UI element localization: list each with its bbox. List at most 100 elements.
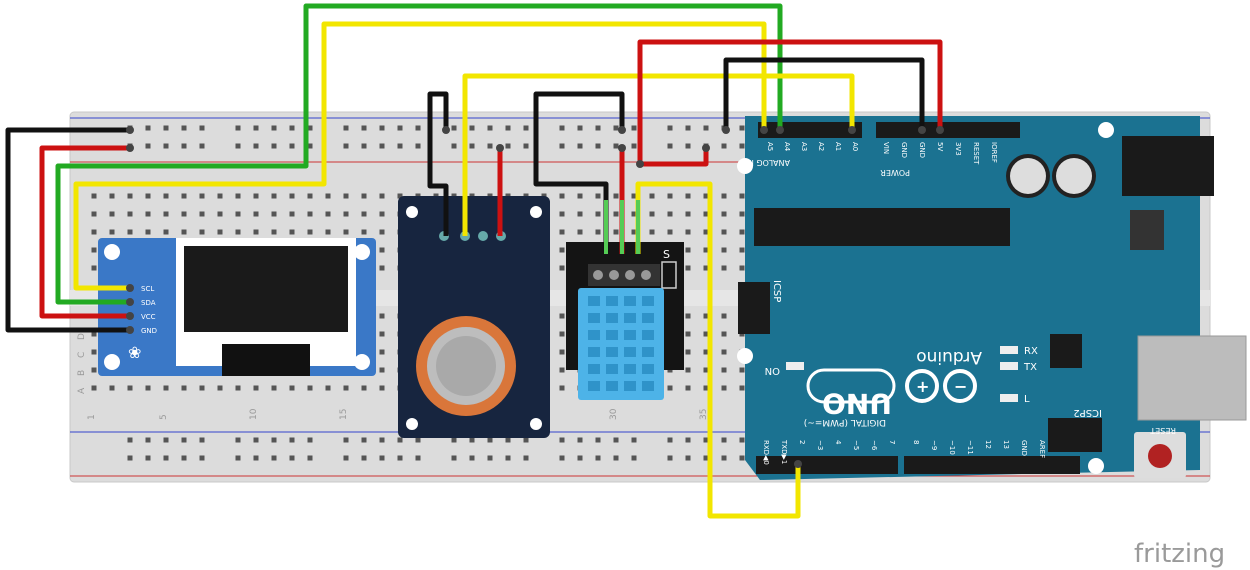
breadboard-hole [577, 455, 583, 461]
breadboard-hole [91, 331, 97, 337]
wire-end-pin [760, 126, 768, 134]
breadboard-hole [505, 143, 511, 149]
breadboard-hole [469, 437, 475, 443]
breadboard-hole [613, 229, 619, 235]
wire-end-pin [636, 160, 644, 168]
breadboard-hole [199, 143, 205, 149]
breadboard-hole [343, 125, 349, 131]
breadboard-hole [505, 455, 511, 461]
breadboard-hole [523, 455, 529, 461]
breadboard-hole [577, 125, 583, 131]
breadboard-hole [289, 193, 295, 199]
oled-pin-label: GND [141, 327, 157, 335]
dht-grill-slot [642, 330, 654, 340]
breadboard-hole [181, 385, 187, 391]
breadboard-hole [559, 265, 565, 271]
dht-grill-slot [642, 364, 654, 374]
breadboard-hole [379, 125, 385, 131]
breadboard-hole [685, 229, 691, 235]
breadboard-column-number: 1 [87, 414, 97, 420]
breadboard-hole [199, 229, 205, 235]
breadboard-hole [667, 211, 673, 217]
breadboard-hole [181, 125, 187, 131]
power-pin-label: RESET [972, 142, 980, 165]
breadboard-hole [487, 455, 493, 461]
breadboard-hole [91, 229, 97, 235]
breadboard-hole [91, 247, 97, 253]
breadboard-hole [631, 229, 637, 235]
breadboard-hole [721, 313, 727, 319]
breadboard-hole [361, 211, 367, 217]
digital-pin-label: 13 [1002, 440, 1010, 449]
digital-pin-label: ~11 [966, 440, 974, 455]
breadboard-hole [397, 455, 403, 461]
breadboard-hole [199, 193, 205, 199]
breadboard-hole [163, 437, 169, 443]
breadboard-column-number: 30 [609, 408, 619, 420]
digital-pin-label: AREF [1038, 440, 1046, 458]
wire-end-pin [126, 298, 134, 306]
breadboard-hole [145, 229, 151, 235]
breadboard-hole [415, 455, 421, 461]
breadboard-hole [343, 385, 349, 391]
breadboard-hole [145, 143, 151, 149]
breadboard-hole [739, 247, 745, 253]
breadboard-hole [703, 455, 709, 461]
wire-end-pin [126, 144, 134, 152]
breadboard-hole [721, 265, 727, 271]
breadboard-hole [595, 143, 601, 149]
breadboard-hole [559, 229, 565, 235]
dht-grill-slot [624, 347, 636, 357]
breadboard-hole [595, 437, 601, 443]
arduino-plus-icon: + [916, 377, 929, 396]
breadboard-hole [451, 437, 457, 443]
breadboard-hole [145, 437, 151, 443]
dht-grill-slot [606, 364, 618, 374]
breadboard-hole [613, 125, 619, 131]
breadboard-hole [127, 211, 133, 217]
breadboard-hole [667, 143, 673, 149]
breadboard-hole [361, 437, 367, 443]
breadboard-hole [289, 125, 295, 131]
dht-grill-slot [606, 330, 618, 340]
breadboard-hole [451, 125, 457, 131]
dht-grill-slot [588, 296, 600, 306]
analog-pin-label: A5 [766, 142, 774, 151]
breadboard-hole [235, 143, 241, 149]
breadboard-hole [91, 193, 97, 199]
breadboard-hole [217, 211, 223, 217]
breadboard-hole [505, 437, 511, 443]
breadboard-hole [631, 455, 637, 461]
breadboard-hole [379, 211, 385, 217]
breadboard-hole [577, 211, 583, 217]
breadboard-hole [235, 211, 241, 217]
breadboard-hole [109, 193, 115, 199]
dht-grill-slot [606, 313, 618, 323]
breadboard-hole [559, 143, 565, 149]
breadboard-hole [415, 143, 421, 149]
breadboard-hole [235, 455, 241, 461]
breadboard-hole [145, 193, 151, 199]
wire-end-pin [776, 126, 784, 134]
breadboard-hole [613, 455, 619, 461]
breadboard-hole [397, 143, 403, 149]
breadboard-hole [181, 193, 187, 199]
wire-endpoints [126, 126, 944, 468]
breadboard-hole [721, 349, 727, 355]
analog-pin-label: A1 [834, 142, 842, 151]
dht-grill-slot [624, 296, 636, 306]
breadboard-hole [253, 211, 259, 217]
breadboard-hole [721, 143, 727, 149]
breadboard-hole [127, 437, 133, 443]
analog-pin-label: A4 [783, 142, 791, 152]
breadboard-hole [127, 385, 133, 391]
breadboard-hole [523, 143, 529, 149]
breadboard-hole [199, 211, 205, 217]
breadboard-row-letter: A [77, 387, 87, 394]
wire-end-pin [126, 126, 134, 134]
digital-pin-label: ~10 [948, 440, 956, 455]
dht-grill-slot [642, 381, 654, 391]
breadboard-hole [163, 193, 169, 199]
breadboard-hole [703, 125, 709, 131]
wire-end-pin [618, 144, 626, 152]
